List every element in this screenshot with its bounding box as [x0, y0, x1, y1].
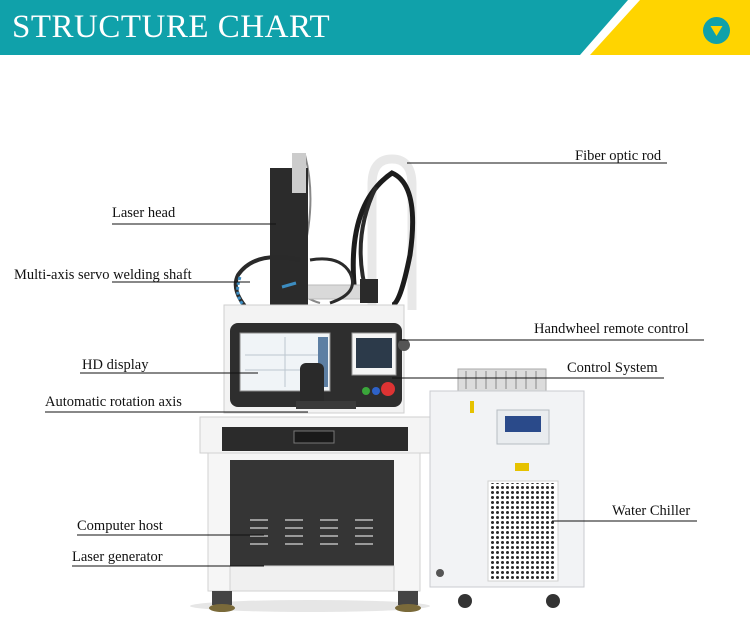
label-computer-host: Computer host — [77, 518, 163, 534]
label-control-system: Control System — [567, 360, 658, 376]
scroll-down-button[interactable] — [703, 17, 730, 44]
rotation-axis — [300, 363, 324, 407]
label-welding-shaft: Multi-axis servo welding shaft — [14, 267, 192, 283]
label-hd-display: HD display — [82, 357, 149, 373]
machine-illustration — [45, 153, 704, 612]
label-laser-generator: Laser generator — [72, 549, 163, 565]
label-laser-head: Laser head — [112, 205, 176, 221]
handwheel — [398, 339, 410, 351]
label-handwheel: Handwheel remote control — [534, 321, 689, 337]
water-chiller — [429, 368, 585, 608]
label-water-chiller: Water Chiller — [612, 503, 691, 519]
label-fiber-optic-rod: Fiber optic rod — [575, 148, 662, 164]
label-rotation-axis: Automatic rotation axis — [45, 394, 182, 410]
structure-diagram: Fiber optic rod Laser head Multi-axis se… — [0, 55, 750, 643]
header-banner: STRUCTURE CHART — [0, 0, 750, 55]
chevron-down-icon — [710, 26, 723, 36]
page-title: STRUCTURE CHART — [12, 9, 331, 45]
computer-host — [230, 460, 394, 566]
fiber-optic-rod — [367, 154, 417, 310]
